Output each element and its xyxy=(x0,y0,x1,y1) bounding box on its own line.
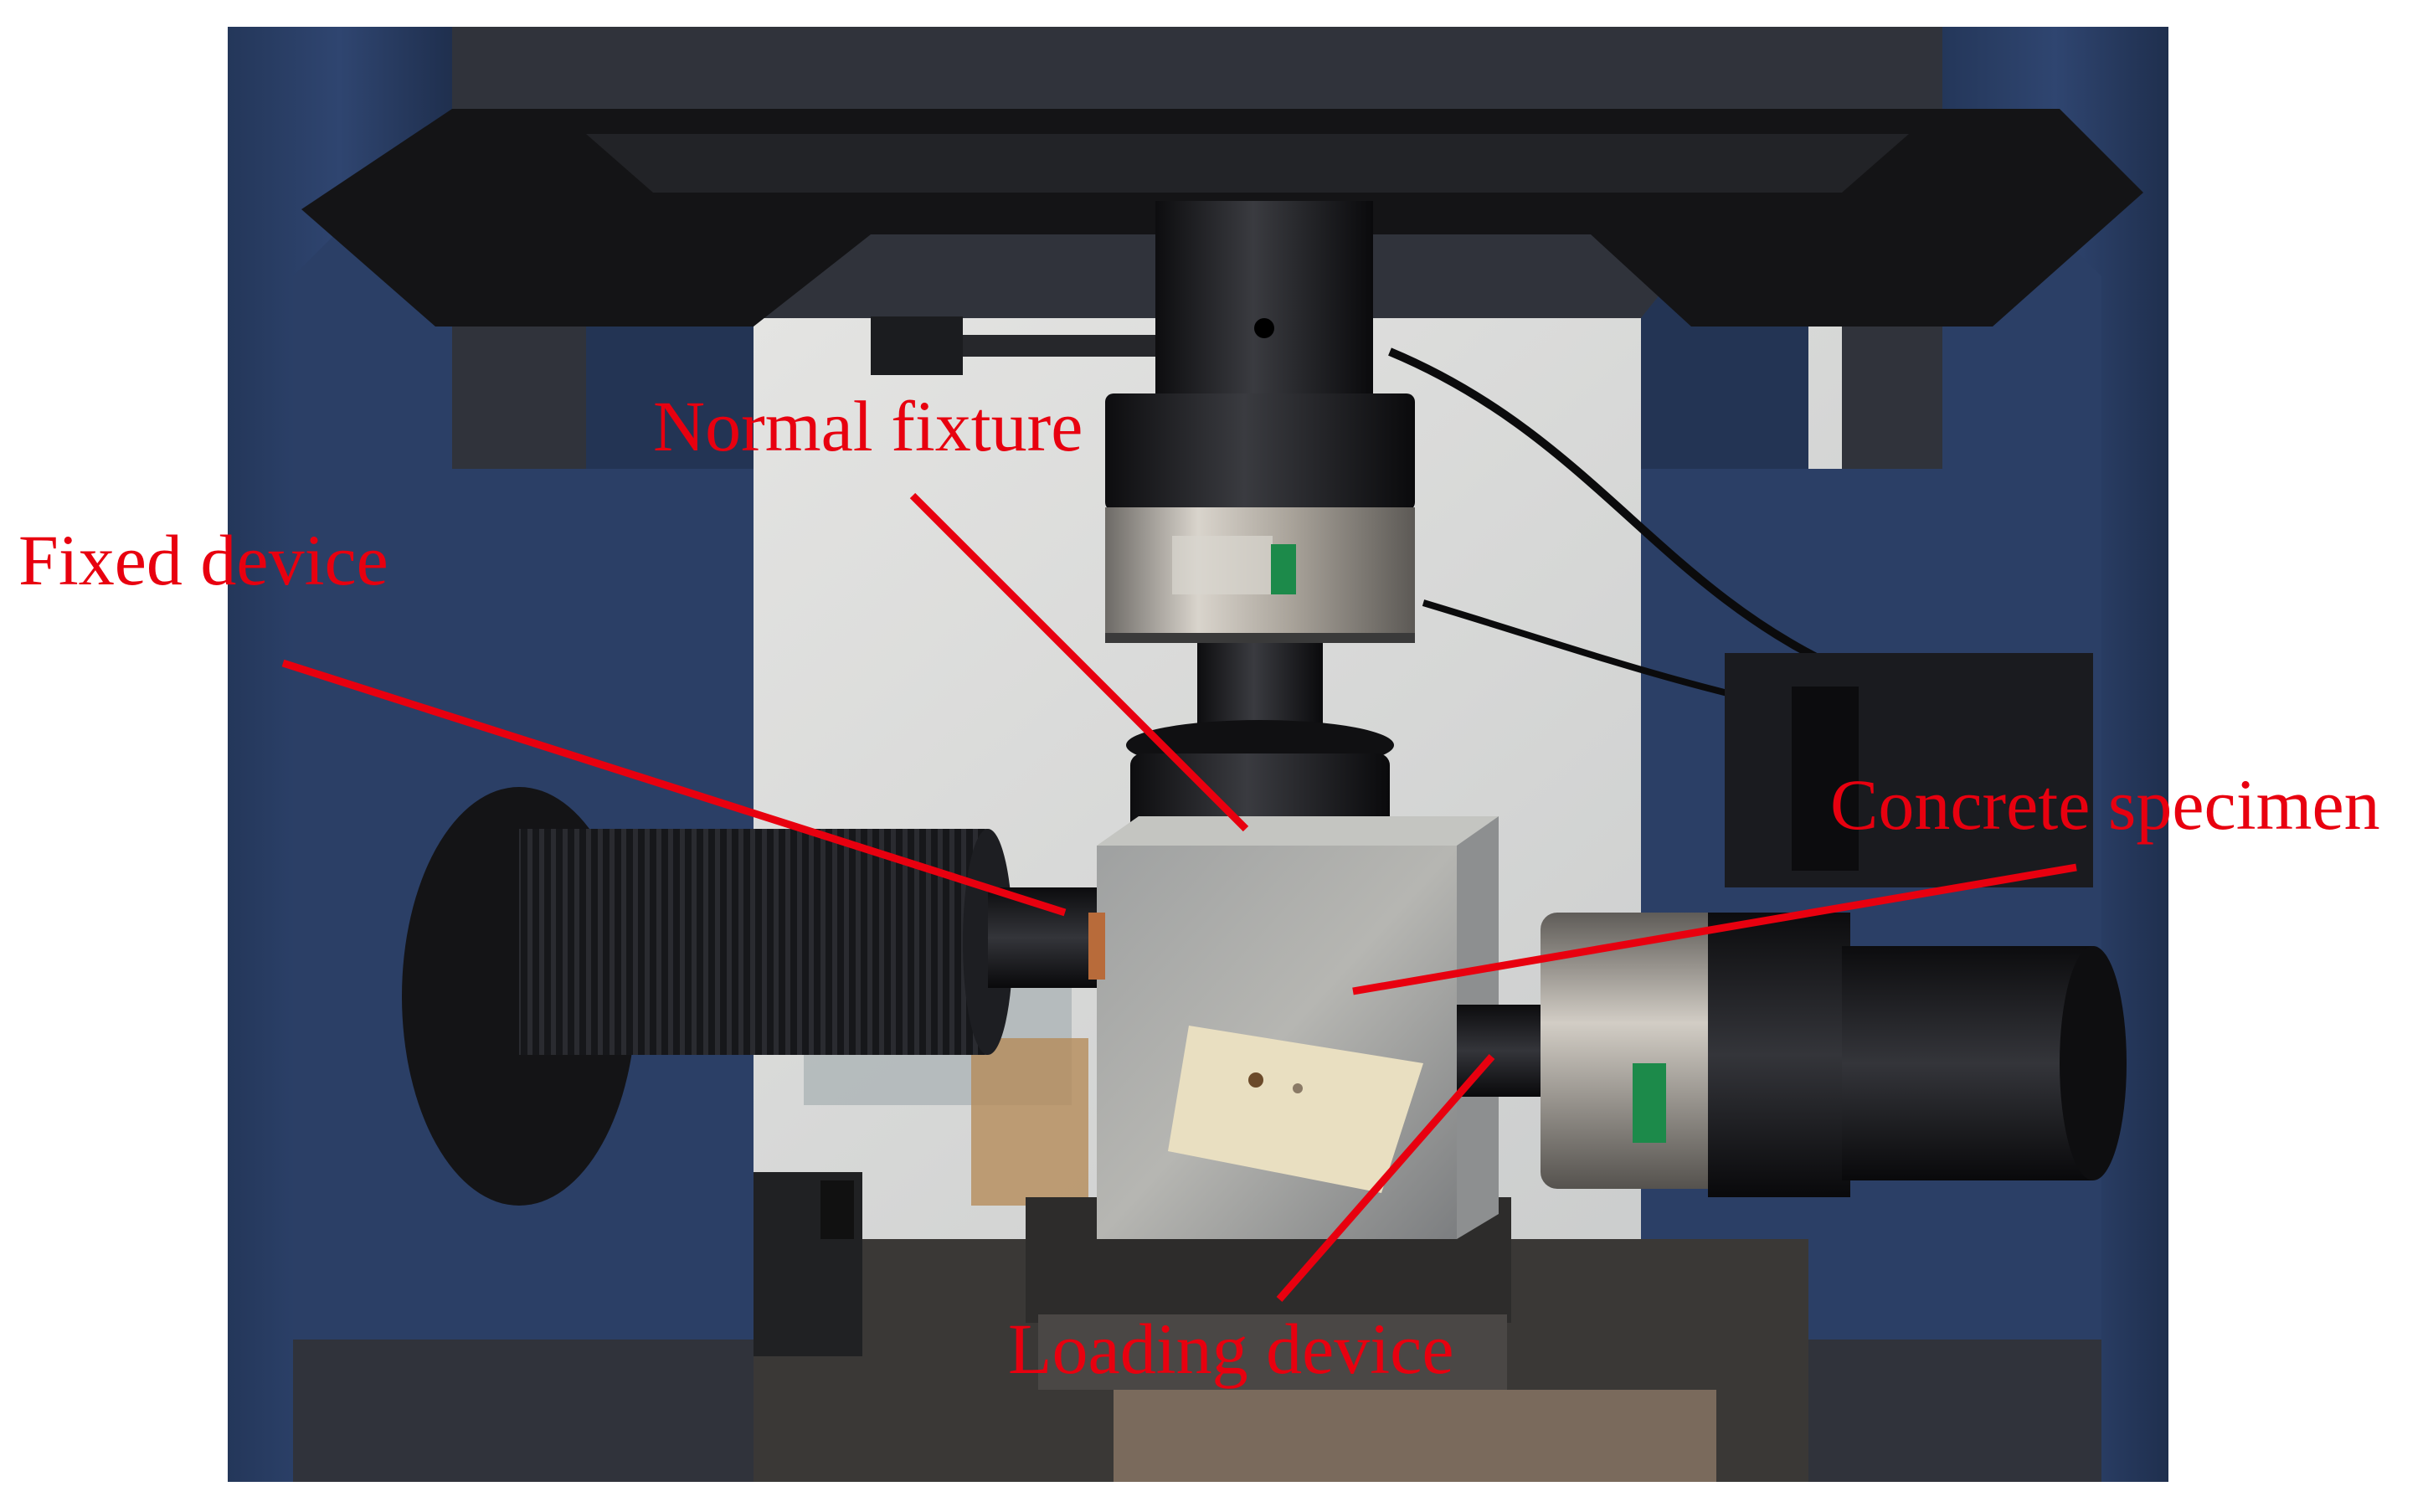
callout-fixed-device: Fixed device xyxy=(18,520,388,600)
callout-concrete-specimen: Concrete specimen xyxy=(1830,764,2380,845)
callout-loading-device: Loading device xyxy=(1008,1309,1454,1389)
callout-normal-fixture: Normal fixture xyxy=(653,386,1083,466)
